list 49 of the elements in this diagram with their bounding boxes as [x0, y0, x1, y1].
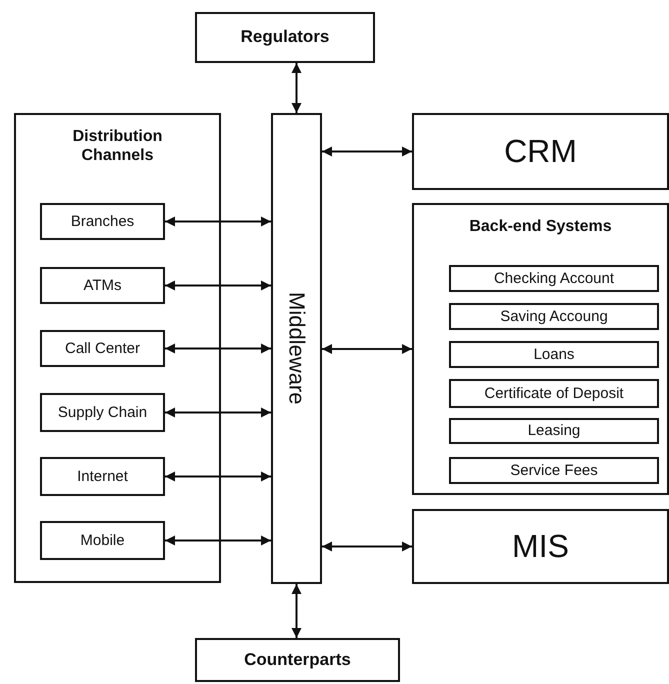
double-arrow [165, 216, 271, 226]
channel-box [40, 393, 165, 432]
double-arrow [165, 344, 271, 354]
system-box [449, 303, 659, 330]
group-heading: Distribution Channels [72, 127, 164, 166]
channel-box [40, 267, 165, 304]
node-label: Regulators [240, 27, 330, 48]
node-label: Saving Accoung [500, 308, 608, 326]
middleware-bar [271, 113, 322, 584]
double-arrow [165, 408, 271, 418]
node-label: Checking Account [494, 270, 614, 288]
channel-box [40, 521, 165, 560]
node-label: Certificate of Deposit [484, 384, 624, 402]
system-box [449, 418, 659, 444]
node-label: ATMs [83, 276, 122, 294]
node-label: Call Center [64, 340, 140, 358]
channel-box [40, 457, 165, 496]
system-box [412, 509, 669, 584]
double-arrow [322, 542, 412, 552]
double-arrow [165, 280, 271, 290]
system-box [449, 379, 659, 408]
system-box [449, 457, 659, 484]
node-label: MIS [512, 527, 569, 566]
double-arrow [165, 536, 271, 546]
channel-box [40, 203, 165, 240]
node-label: Loans [534, 346, 574, 364]
node-label: Supply Chain [58, 404, 148, 422]
channel-box [40, 330, 165, 367]
system-box [449, 265, 659, 292]
node-label: Internet [77, 468, 128, 486]
node-label: Branches [70, 212, 134, 230]
double-arrow [292, 63, 302, 113]
double-arrow [322, 344, 412, 354]
node-label: Middleware [284, 292, 310, 405]
node-label: Leasing [528, 422, 580, 440]
double-arrow [165, 472, 271, 482]
system-box [412, 113, 669, 190]
node-label: Counterparts [244, 650, 351, 670]
node-label: Service Fees [510, 462, 598, 480]
entity-box [195, 638, 400, 682]
entity-box [195, 12, 375, 63]
system-box [449, 341, 659, 368]
node-label: CRM [504, 132, 577, 171]
group-container [14, 113, 221, 583]
double-arrow [292, 584, 302, 638]
group-heading: Back-end Systems [469, 217, 612, 236]
group-container [412, 203, 669, 495]
double-arrow [322, 146, 412, 156]
node-label: Mobile [80, 532, 125, 550]
